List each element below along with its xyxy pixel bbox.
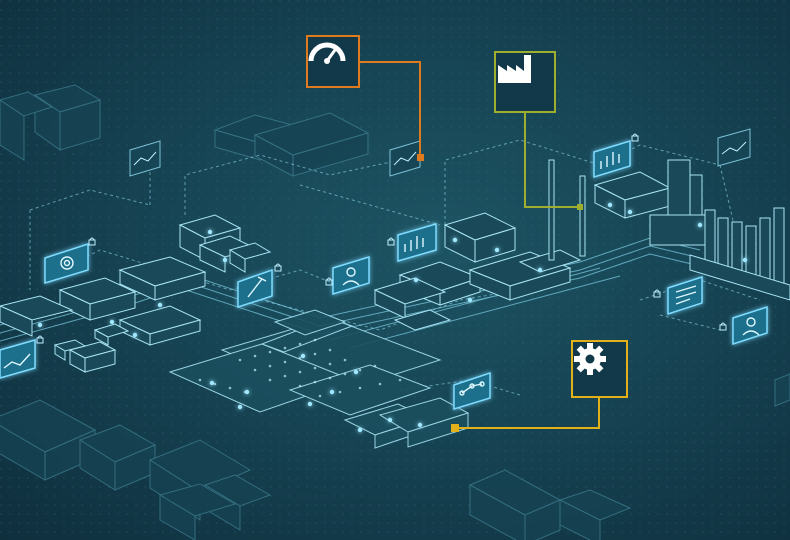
gear-anchor [451,424,459,432]
chimneys [548,159,586,261]
factory-anchor [577,204,583,210]
padlock-icons [36,133,727,344]
central-buildings [373,212,582,331]
speedometer-icon [308,42,346,64]
right-refinery [593,159,790,301]
glow-nodes [37,202,748,433]
callout-connectors [360,61,600,429]
settings-callout[interactable] [571,340,628,398]
graph-screen [0,339,36,379]
central-platform [168,309,470,449]
chart-screen-right [593,139,631,179]
left-buildings [0,214,272,373]
target-screen [44,242,89,285]
floating-screens [0,128,768,411]
background-buildings [0,84,790,540]
gear-icon [574,343,606,375]
speed-anchor [417,154,424,161]
factory-callout[interactable] [494,51,556,113]
speedometer-callout[interactable] [306,35,360,88]
factory-icon [498,55,531,83]
